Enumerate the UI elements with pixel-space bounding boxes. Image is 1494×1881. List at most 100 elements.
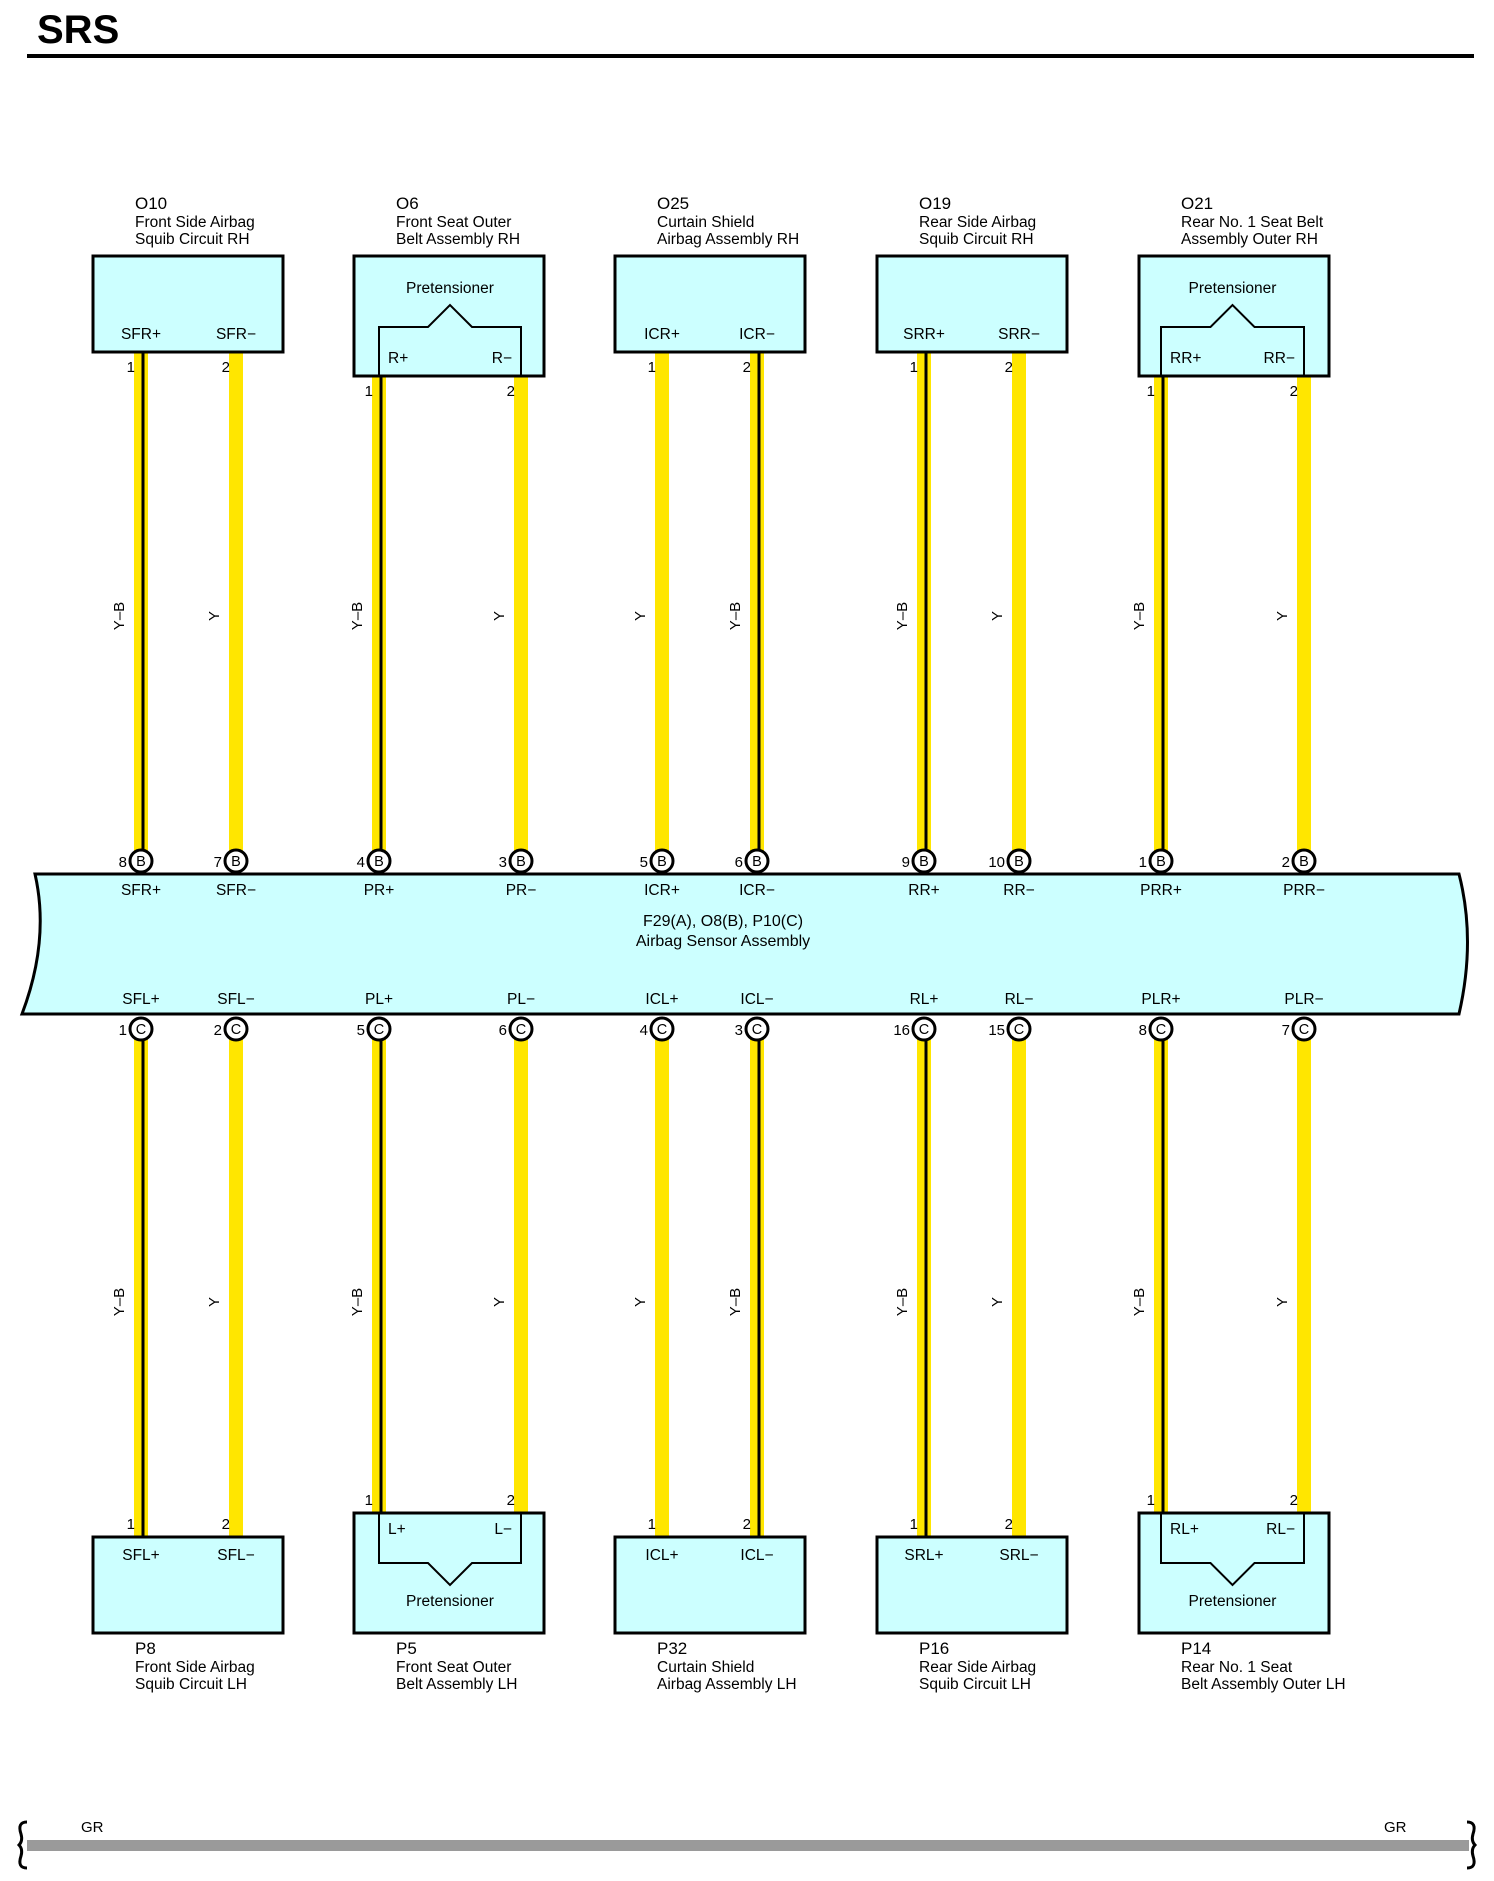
- main-terminal-label: PRR−: [1283, 882, 1325, 899]
- connector-letter: B: [919, 854, 929, 870]
- bottom-wire-6: [750, 1029, 764, 1539]
- ground-brace-right: [1466, 1820, 1478, 1870]
- component-terminal-label: SRL−: [999, 1547, 1038, 1564]
- pretensioner-symbol: [378, 303, 522, 376]
- top-wire-3: [372, 352, 386, 861]
- pretensioner-symbol: [1160, 303, 1305, 376]
- component-name-line2: Squib Circuit RH: [919, 231, 1034, 248]
- connector-letter: B: [231, 854, 241, 870]
- component-name-line1: Front Seat Outer: [396, 1659, 511, 1676]
- component-terminal-label: SRR−: [998, 326, 1040, 343]
- connector-letter: C: [516, 1022, 526, 1038]
- bottom-wire-color-label: Y: [1274, 1297, 1291, 1307]
- main-pin-number: 1: [119, 1022, 127, 1039]
- component-pin-number: 1: [648, 1516, 656, 1533]
- connector-letter: B: [752, 854, 762, 870]
- main-pin-number: 9: [902, 854, 910, 871]
- component-pin-number: 2: [743, 359, 751, 376]
- bottom-wire-3: [372, 1029, 386, 1539]
- component-box: [875, 254, 1069, 354]
- component-terminal-label: ICR−: [739, 326, 775, 343]
- connector-circle-top-7: [911, 848, 937, 874]
- main-codes: F29(A), O8(B), P10(C): [643, 913, 803, 930]
- connector-circle-bottom-6: [744, 1016, 770, 1042]
- component-box: [875, 1535, 1069, 1635]
- component-name-line2: Belt Assembly RH: [396, 231, 520, 248]
- main-terminal-label: PLR+: [1141, 991, 1180, 1008]
- top-wire-8: [1012, 352, 1026, 861]
- component-pin-number: 1: [365, 383, 373, 400]
- main-terminal-label: PR−: [506, 882, 537, 899]
- main-terminal-label: ICL−: [740, 991, 773, 1008]
- bottom-wire-1: [134, 1029, 148, 1539]
- connector-circle-bottom-10: [1291, 1016, 1317, 1042]
- main-terminal-label: PL−: [507, 991, 535, 1008]
- main-terminal-label: SFL−: [217, 991, 254, 1008]
- pretensioner-label: Pretensioner: [406, 280, 494, 297]
- main-terminal-label: ICR−: [739, 882, 775, 899]
- component-terminal-label: RL−: [1266, 1521, 1295, 1538]
- main-pin-number: 16: [893, 1022, 910, 1039]
- main-terminal-label: RL−: [1005, 991, 1034, 1008]
- component-pin-number: 1: [1147, 383, 1155, 400]
- component-code: P8: [135, 1639, 156, 1658]
- component-code: P16: [919, 1639, 949, 1658]
- bottom-wire-stripe-7: [924, 1029, 928, 1539]
- main-pin-number: 2: [214, 1022, 222, 1039]
- connector-circle-bottom-7: [911, 1016, 937, 1042]
- connector-letter: C: [1299, 1022, 1309, 1038]
- main-terminal-label: ICL+: [645, 991, 678, 1008]
- main-body-shape: [19, 872, 1469, 1016]
- pretensioner-symbol: [1160, 1513, 1305, 1587]
- connector-letter: C: [1014, 1022, 1024, 1038]
- connector-circle-bottom-5: [649, 1016, 675, 1042]
- main-pin-number: 15: [988, 1022, 1005, 1039]
- ground-label-left: GR: [81, 1819, 104, 1836]
- top-wire-color-label: Y: [491, 611, 508, 621]
- component-terminal-label: RR+: [1170, 350, 1201, 367]
- component-pin-number: 1: [127, 1516, 135, 1533]
- connector-circle-top-5: [649, 848, 675, 874]
- top-wire-5: [655, 352, 669, 861]
- bottom-wire-stripe-9: [1161, 1029, 1165, 1539]
- main-pin-number: 6: [499, 1022, 507, 1039]
- component-code: O25: [657, 194, 689, 213]
- component-code: O10: [135, 194, 167, 213]
- top-wire-stripe-3: [379, 352, 383, 861]
- ground-brace-left: [16, 1820, 28, 1870]
- main-terminal-label: SFR−: [216, 882, 256, 899]
- connector-letter: C: [1156, 1022, 1166, 1038]
- component-box: [91, 254, 285, 354]
- connector-circle-bottom-3: [366, 1016, 392, 1042]
- component-pin-number: 2: [743, 1516, 751, 1533]
- top-wire-color-label: Y–B: [349, 602, 366, 630]
- component-pin-number: 2: [1005, 359, 1013, 376]
- component-name-line1: Front Side Airbag: [135, 214, 255, 231]
- component-box: [91, 1535, 285, 1635]
- top-wire-stripe-6: [757, 352, 761, 861]
- component-pin-number: 1: [127, 359, 135, 376]
- main-pin-number: 10: [988, 854, 1005, 871]
- main-terminal-label: ICR+: [644, 882, 680, 899]
- top-wire-color-label: Y–B: [1131, 602, 1148, 630]
- connector-circle-top-4: [508, 848, 534, 874]
- bottom-wire-color-label: Y: [491, 1297, 508, 1307]
- top-wire-9: [1154, 352, 1168, 861]
- component-pin-number: 2: [1290, 1492, 1298, 1509]
- main-pin-number: 4: [357, 854, 365, 871]
- main-terminal-label: SFL+: [122, 991, 159, 1008]
- connector-circle-top-8: [1006, 848, 1032, 874]
- main-terminal-label: PR+: [364, 882, 395, 899]
- connector-circle-top-3: [366, 848, 392, 874]
- component-name-line1: Front Side Airbag: [135, 1659, 255, 1676]
- top-wire-color-label: Y–B: [727, 602, 744, 630]
- top-wire-stripe-1: [141, 352, 145, 861]
- bottom-wire-color-label: Y–B: [727, 1288, 744, 1316]
- top-wire-color-label: Y–B: [894, 602, 911, 630]
